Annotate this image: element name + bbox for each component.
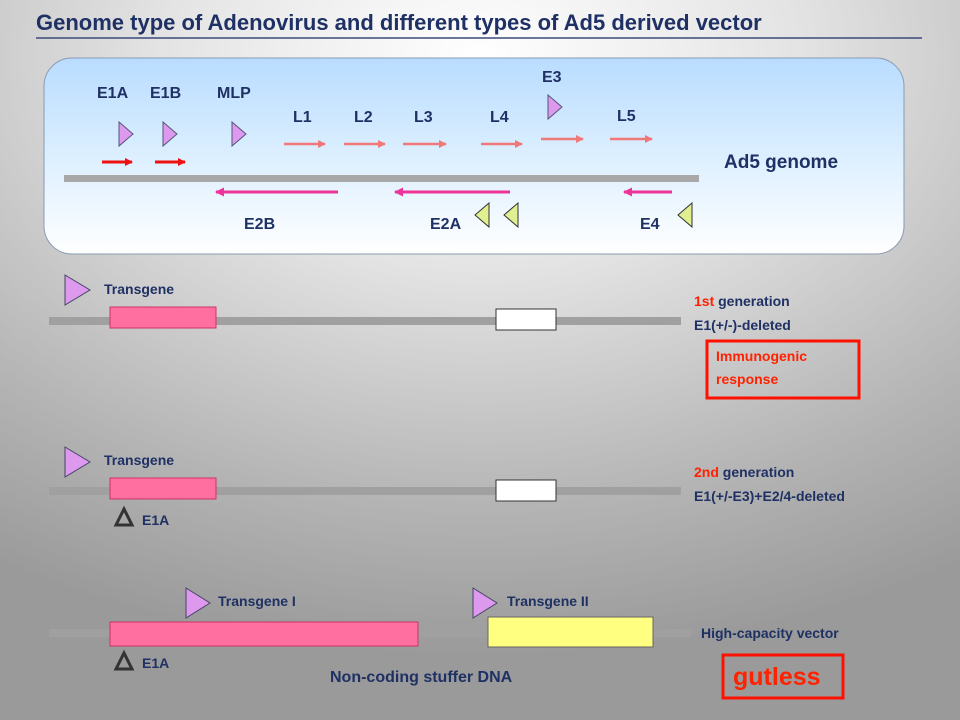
immunogenic-response-box (705, 339, 861, 400)
gene-label-e3: E3 (542, 69, 562, 86)
high-capacity-e1a-label: E1A (142, 655, 169, 671)
genome-line (64, 175, 699, 182)
second-gen-deletion-label: E1(+/-E3)+E2/4-deleted (694, 488, 845, 504)
gene-label-l5: L5 (617, 108, 636, 125)
gene-label-l3: L3 (414, 109, 433, 126)
gene-label-e1a: E1A (97, 85, 129, 102)
transgene-ii-label: Transgene II (507, 593, 589, 609)
first-gen-transgene-label: Transgene (104, 281, 174, 297)
gene-label-e1b: E1B (150, 85, 181, 102)
gene-label-mlp: MLP (217, 85, 251, 102)
second-gen-e1a-label: E1A (142, 512, 169, 528)
gene-label-l2: L2 (354, 109, 373, 126)
promoter-e3-icon (547, 93, 563, 121)
first-gen-deleted-region (495, 308, 557, 331)
promoter-e4-icon (677, 201, 693, 229)
first-gen-backbone (49, 317, 681, 325)
second-gen-deleted-region (495, 479, 557, 502)
transgene-ii-promoter-icon (472, 587, 498, 619)
second-gen-backbone (49, 487, 681, 495)
delta-icon (113, 505, 135, 527)
first-gen-transgene-box (109, 306, 217, 329)
first-gen-suffix: generation (714, 293, 789, 309)
promoter-mlp-icon (231, 120, 247, 148)
immunogenic-response-line2: response (716, 371, 778, 387)
transgene-i-label: Transgene I (218, 593, 296, 609)
second-gen-vector: Transgene E1A 2nd generation E1(+/-E3)+E… (49, 446, 845, 528)
second-gen-promoter-icon (64, 446, 91, 478)
genome-label: Ad5 genome (724, 152, 838, 173)
first-gen-promoter-icon (64, 274, 91, 306)
high-capacity-vector: Transgene I Transgene II High-capacity v… (49, 587, 845, 700)
high-capacity-vector-label: High-capacity vector (701, 625, 839, 641)
gene-label-l4: L4 (490, 109, 509, 126)
first-gen-prefix: 1st (694, 293, 715, 309)
second-gen-transgene-label: Transgene (104, 452, 174, 468)
page-title: Genome type of Adenovirus and different … (36, 10, 762, 35)
delta-icon (113, 649, 135, 671)
second-gen-transgene-box (109, 477, 217, 500)
gene-label-e4: E4 (640, 216, 660, 233)
immunogenic-response-line1: Immunogenic (716, 348, 807, 364)
gene-label-e2b: E2B (244, 216, 275, 233)
first-gen-generation-label: 1st generation (694, 293, 790, 309)
transgene-i-box (109, 621, 419, 647)
transgene-ii-box (487, 616, 654, 648)
gutless-badge (721, 653, 845, 700)
stuffer-dna-label: Non-coding stuffer DNA (330, 669, 513, 686)
gutless-label: gutless (733, 663, 821, 691)
first-gen-vector: Transgene 1st generation E1(+/-)-deleted… (49, 274, 861, 400)
promoter-e1b-icon (162, 120, 178, 148)
transgene-i-promoter-icon (185, 587, 211, 619)
genome-panel: E1A E1B MLP E3 L1 L2 L3 L4 L5 E2B E2A E4… (43, 57, 905, 255)
second-gen-generation-label: 2nd generation (694, 464, 794, 480)
promoter-e1a-icon (118, 120, 134, 148)
second-gen-prefix: 2nd (694, 464, 719, 480)
gene-label-l1: L1 (293, 109, 312, 126)
promoter-e2a-late-icon (474, 201, 490, 229)
second-gen-suffix: generation (719, 464, 794, 480)
first-gen-deletion-label: E1(+/-)-deleted (694, 317, 791, 333)
gene-label-e2a: E2A (430, 216, 462, 233)
promoter-e2a-early-icon (503, 201, 519, 229)
